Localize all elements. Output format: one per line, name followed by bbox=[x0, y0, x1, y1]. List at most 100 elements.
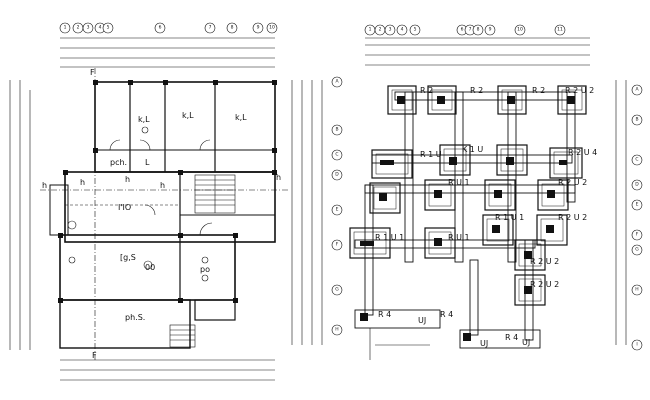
left-row-bubble-E-circle bbox=[331, 204, 343, 216]
left-row-bubble-E: E bbox=[336, 207, 339, 213]
room-label-5: L bbox=[145, 158, 150, 167]
right-row-bubble-C: C bbox=[635, 157, 638, 163]
left-row-bubble-C: C bbox=[335, 152, 338, 158]
right-grid-bubble-11: 11 bbox=[557, 27, 563, 33]
right-grid-bubble-8-circle bbox=[472, 24, 484, 36]
footing-label-19: UJ bbox=[480, 339, 488, 348]
left-grid-bubble-1: 1 bbox=[64, 25, 67, 31]
right-row-bubble-B: B bbox=[635, 117, 638, 123]
right-columns bbox=[360, 96, 575, 341]
right-row-bubble-I: I bbox=[636, 342, 637, 348]
room-label-7: h bbox=[125, 175, 130, 184]
footing-label-3: R 2 bbox=[532, 86, 545, 95]
right-grid-bubble-9: 9 bbox=[489, 27, 492, 33]
right-row-bubble-G: G bbox=[635, 247, 639, 253]
left-row-bubble-A-circle bbox=[331, 76, 343, 88]
right-row-bubble-D-circle bbox=[631, 179, 643, 191]
right-grid-bubble-4: 4 bbox=[401, 27, 404, 33]
footing-label-11: R 1 U 1 bbox=[495, 213, 524, 222]
room-label-1: k,L bbox=[138, 115, 150, 124]
room-label-12: po bbox=[200, 265, 210, 274]
footing-label-14: R 2 U 2 bbox=[530, 257, 559, 266]
left-grid-bubble-9-circle bbox=[252, 22, 264, 34]
right-row-bubble-B-circle bbox=[631, 114, 643, 126]
right-grid-bubble-10-circle bbox=[514, 24, 526, 36]
right-row-bubble-G-circle bbox=[631, 244, 643, 256]
right-row-bubble-I-circle bbox=[631, 339, 643, 351]
left-grid-bubble-1-circle bbox=[59, 22, 71, 34]
room-label-9: I'IO bbox=[118, 203, 131, 212]
left-grid-bubble-10-circle bbox=[266, 22, 278, 34]
room-label-13: ph.S. bbox=[125, 313, 145, 322]
section-mark-4: h bbox=[276, 173, 281, 182]
footing-label-17: UJ bbox=[418, 316, 426, 325]
left-row-bubble-F-circle bbox=[331, 239, 343, 251]
room-label-10: [g,S bbox=[120, 253, 136, 262]
left-grid-bubble-2: 2 bbox=[77, 25, 80, 31]
footing-label-8: R 2 U 2 bbox=[558, 178, 587, 187]
right-row-bubble-F: F bbox=[636, 232, 639, 238]
footing-label-13: R 1 U 1 bbox=[375, 233, 404, 242]
left-row-bubble-H-circle bbox=[331, 324, 343, 336]
section-mark-1: F bbox=[90, 68, 95, 77]
left-columns bbox=[58, 80, 277, 303]
left-row-bubble-B-circle bbox=[331, 124, 343, 136]
left-grid-bubble-6-circle bbox=[154, 22, 166, 34]
room-label-6: h bbox=[80, 178, 85, 187]
footing-label-21: UJ bbox=[522, 338, 530, 347]
right-row-bubble-A: A bbox=[635, 87, 639, 93]
right-grid-bubble-5-circle bbox=[409, 24, 421, 36]
right-row-bubble-H-circle bbox=[631, 284, 643, 296]
room-label-2: k,L bbox=[182, 111, 194, 120]
footing-label-9: R U 1 bbox=[448, 178, 470, 187]
right-row-bubble-H: H bbox=[635, 287, 638, 293]
footing-label-6: R 1 U bbox=[420, 150, 442, 159]
left-row-bubble-D: D bbox=[335, 172, 339, 178]
right-grid-bubble-11-circle bbox=[554, 24, 566, 36]
left-row-bubble-B: B bbox=[335, 127, 338, 133]
left-row-bubble-G: G bbox=[335, 287, 339, 293]
right-row-bubble-E: E bbox=[636, 202, 639, 208]
right-row-bubble-F-circle bbox=[631, 229, 643, 241]
room-label-4: pch. bbox=[110, 158, 127, 167]
right-grid-bubble-6: 6 bbox=[461, 27, 464, 33]
right-grid-bubble-3: 3 bbox=[389, 27, 392, 33]
footing-label-16: R 4 bbox=[378, 310, 391, 319]
left-row-bubble-F: F bbox=[336, 242, 339, 248]
left-row-bubble-G-circle bbox=[331, 284, 343, 296]
footing-label-15: R 2 U 2 bbox=[530, 280, 559, 289]
right-row-bubble-E-circle bbox=[631, 199, 643, 211]
left-row-bubble-C-circle bbox=[331, 149, 343, 161]
right-row-bubble-A-circle bbox=[631, 84, 643, 96]
left-row-bubble-D-circle bbox=[331, 169, 343, 181]
footing-label-4: R 2 U 2 bbox=[565, 86, 594, 95]
left-grid-bubble-5: 5 bbox=[107, 25, 110, 31]
right-grid-bubble-10: 10 bbox=[517, 27, 523, 33]
right-grid-bubble-9-circle bbox=[484, 24, 496, 36]
footing-label-18: R 4 bbox=[440, 310, 453, 319]
left-grid-bubble-9: 9 bbox=[257, 25, 260, 31]
left-floor-plan bbox=[9, 37, 323, 381]
footing-label-5: K 1 U bbox=[462, 145, 483, 154]
left-grid-bubble-5-circle bbox=[102, 22, 114, 34]
left-grid-bubble-3-circle bbox=[82, 22, 94, 34]
right-grid-bubble-4-circle bbox=[396, 24, 408, 36]
right-grid-bubble-3-circle bbox=[384, 24, 396, 36]
section-mark-2: F bbox=[92, 351, 97, 360]
left-grid-bubble-8: 8 bbox=[231, 25, 234, 31]
right-grid-bubble-7: 7 bbox=[469, 27, 472, 33]
left-grid-bubble-8-circle bbox=[226, 22, 238, 34]
right-grid-bubble-8: 8 bbox=[477, 27, 480, 33]
footing-label-10: R 2 U 2 bbox=[558, 213, 587, 222]
footing-label-1: R 2 bbox=[420, 86, 433, 95]
left-grid-bubble-10: 10 bbox=[269, 25, 275, 31]
room-label-8: h bbox=[160, 181, 165, 190]
room-label-11: 00 bbox=[145, 263, 155, 272]
right-row-bubble-D: D bbox=[635, 182, 639, 188]
left-grid-bubble-7: 7 bbox=[209, 25, 212, 31]
left-row-bubble-A: A bbox=[335, 79, 339, 85]
left-row-bubble-H: H bbox=[335, 327, 338, 333]
right-foundation-plan bbox=[349, 37, 627, 360]
